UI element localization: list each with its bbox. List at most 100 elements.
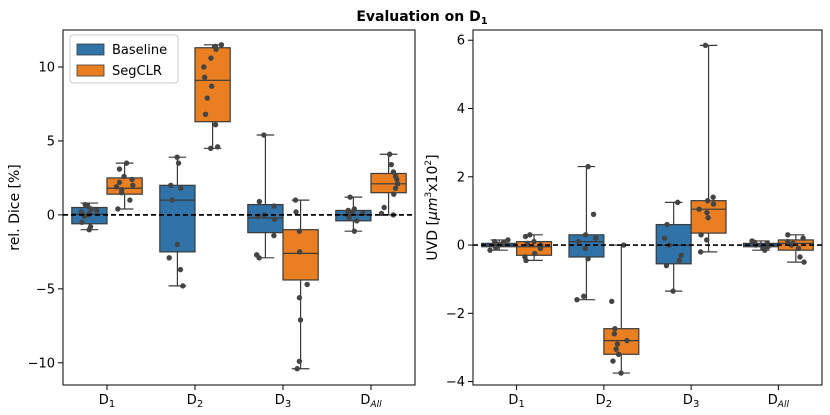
data-point — [201, 74, 208, 81]
data-point — [130, 182, 136, 189]
data-point — [271, 232, 277, 239]
data-point — [168, 182, 174, 189]
data-point — [624, 337, 630, 344]
data-point — [304, 281, 310, 288]
box-segclr-0 — [516, 232, 553, 264]
data-point — [663, 262, 670, 269]
data-point — [253, 252, 260, 258]
x-tick-label: D3 — [683, 393, 699, 410]
data-point — [207, 145, 214, 152]
data-point — [491, 238, 498, 245]
box-iqr — [282, 229, 319, 281]
data-point — [611, 331, 618, 337]
data-point — [582, 245, 588, 252]
data-point — [218, 42, 225, 48]
data-point — [704, 237, 710, 243]
data-point — [391, 191, 397, 197]
data-point — [575, 238, 582, 245]
data-point — [79, 219, 85, 225]
data-point — [202, 111, 209, 118]
y-tick-label: 6 — [457, 34, 465, 49]
data-point — [169, 197, 175, 203]
box-iqr — [568, 234, 605, 258]
data-point — [674, 199, 681, 206]
y-tick-label: 0 — [457, 239, 465, 254]
data-point — [800, 235, 806, 241]
data-point — [294, 366, 300, 372]
data-point — [345, 207, 351, 214]
data-point — [271, 216, 278, 223]
data-point — [175, 160, 182, 166]
box-iqr — [247, 203, 284, 234]
y-axis-label: rel. Dice [%] — [7, 164, 23, 251]
box-segclr-1 — [603, 242, 640, 376]
data-point — [698, 232, 704, 238]
x-tick-label: D2 — [596, 393, 612, 410]
data-point — [296, 295, 303, 301]
data-point — [178, 185, 184, 191]
data-point — [204, 95, 210, 101]
data-point — [212, 121, 219, 128]
data-point — [615, 351, 622, 357]
data-point — [87, 224, 94, 230]
data-point — [795, 245, 802, 252]
data-point — [392, 173, 399, 180]
data-point — [293, 209, 299, 215]
figure-title: Evaluation on D1 — [356, 9, 487, 27]
data-point — [214, 144, 221, 150]
data-point — [94, 207, 100, 214]
box-baseline-2 — [655, 199, 692, 294]
data-point — [501, 239, 507, 246]
data-point — [177, 266, 184, 273]
y-tick-label: −10 — [28, 356, 55, 371]
data-point — [749, 238, 755, 244]
data-point — [261, 132, 267, 138]
data-point — [801, 259, 807, 265]
box-baseline-1 — [159, 154, 196, 289]
data-point — [522, 233, 529, 240]
data-point — [381, 204, 387, 211]
data-point — [296, 358, 303, 365]
box-segclr-3 — [777, 232, 814, 265]
data-point — [296, 228, 303, 234]
data-point — [174, 241, 181, 248]
data-point — [127, 197, 133, 203]
data-point — [208, 83, 215, 89]
box-segclr-1 — [194, 42, 231, 152]
data-point — [590, 211, 597, 218]
box-baseline-1 — [568, 163, 605, 303]
data-point — [618, 370, 624, 376]
data-point — [78, 209, 84, 215]
legend-swatch-baseline — [76, 43, 105, 56]
y-tick-label: 4 — [457, 102, 465, 117]
data-point — [392, 185, 399, 191]
data-point — [614, 341, 621, 347]
box-segclr-2 — [282, 197, 319, 372]
data-point — [704, 209, 710, 216]
y-axis-label: UVD [μm3x102] — [424, 154, 441, 260]
box-baseline-2 — [247, 132, 284, 261]
data-point — [531, 238, 537, 245]
data-point — [581, 293, 587, 299]
data-point — [697, 249, 704, 255]
data-point — [115, 206, 121, 212]
data-point — [292, 197, 299, 203]
data-point — [593, 235, 599, 241]
data-point — [180, 283, 186, 289]
x-tick-label: D1 — [99, 393, 115, 410]
x-tick-label: DAll — [768, 393, 790, 410]
data-point — [612, 325, 618, 332]
data-point — [527, 232, 533, 238]
data-point — [505, 237, 511, 243]
data-point — [582, 232, 589, 238]
data-point — [129, 176, 135, 183]
data-point — [390, 169, 397, 175]
data-point — [116, 179, 123, 186]
x-tick-label: D1 — [508, 393, 524, 410]
data-point — [710, 201, 717, 207]
data-point — [705, 215, 711, 221]
data-point — [785, 232, 791, 238]
legend-label-segclr: SegCLR — [112, 64, 162, 79]
data-point — [271, 203, 277, 209]
